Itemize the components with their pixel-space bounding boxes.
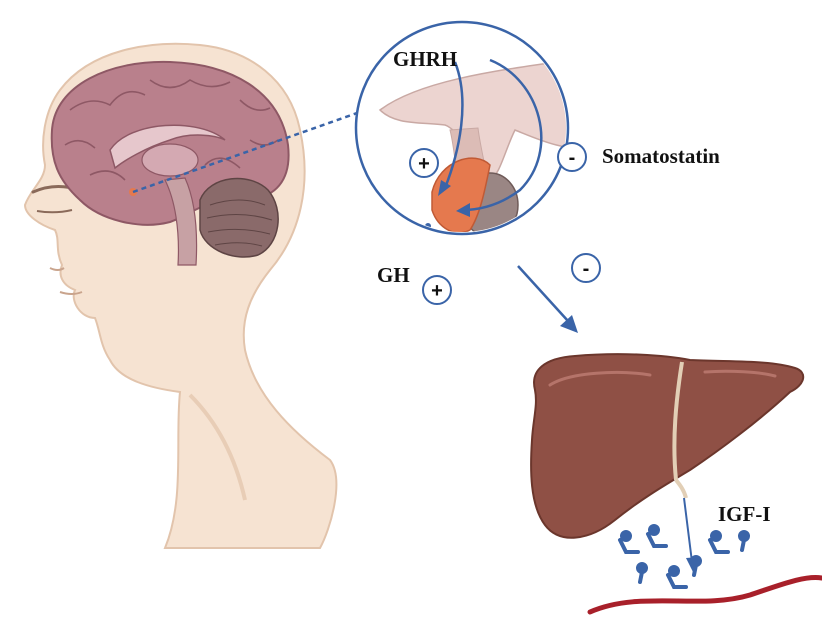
cerebellum (200, 179, 278, 258)
receptor-4 (668, 567, 686, 587)
svg-text:+: + (431, 280, 443, 302)
gh-to-liver-arrowhead (560, 315, 578, 333)
sign-gh-plus: + (423, 276, 451, 304)
sign-ghrh-plus: + (410, 149, 438, 177)
receptor-2 (648, 526, 666, 546)
thalamus (142, 144, 198, 176)
lips (60, 292, 82, 294)
sign-feedback-minus: - (572, 254, 600, 282)
receptor-6 (740, 532, 748, 550)
receptor-3 (710, 532, 728, 552)
ghrh-label: GHRH (393, 47, 457, 71)
gh-label: GH (377, 263, 410, 287)
svg-text:-: - (583, 258, 590, 280)
igf-receptors (620, 526, 748, 587)
liver-to-blood-arrow (684, 498, 692, 562)
svg-text:+: + (418, 153, 430, 175)
sign-somatostatin-minus: - (558, 143, 586, 171)
receptor-7 (692, 557, 700, 575)
svg-text:-: - (569, 147, 576, 169)
receptor-1 (620, 532, 638, 552)
somatostatin-label: Somatostatin (602, 144, 720, 168)
nostril (50, 268, 64, 270)
gh-to-liver-arrow (518, 266, 568, 321)
igf-label: IGF-I (718, 502, 771, 526)
gallbladder-duct (676, 480, 686, 498)
receptor-5 (638, 564, 646, 582)
blood-vessel (590, 577, 822, 612)
